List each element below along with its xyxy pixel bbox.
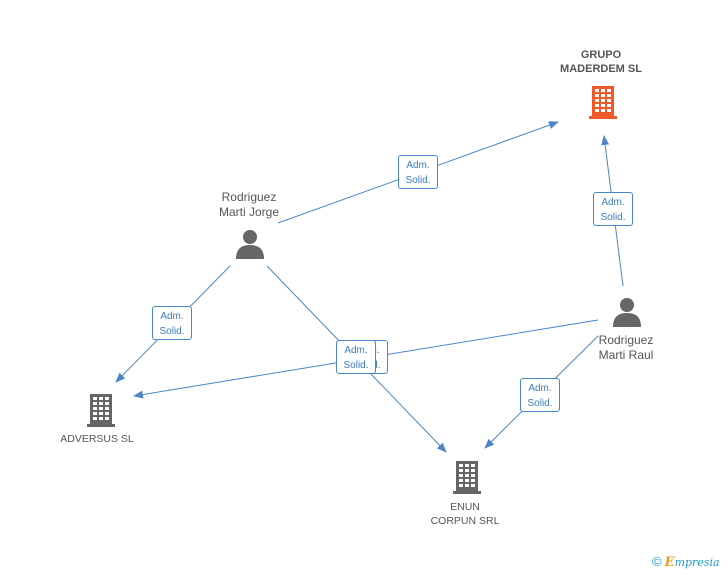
edge-label-jorge-adversus[interactable]: Adm. Solid. — [152, 306, 192, 340]
edge-label-jorge-maderdem[interactable]: Adm. Solid. — [398, 155, 438, 189]
node-grupo-maderdem-label: GRUPO MADERDEM SL — [560, 49, 642, 75]
edge-label-raul-enun[interactable]: Adm. Solid. — [520, 378, 560, 412]
footer-credit: © Empresia — [652, 554, 720, 572]
building-icon[interactable] — [452, 459, 482, 495]
brand-name: mpresia — [674, 556, 720, 569]
building-icon[interactable] — [86, 392, 116, 428]
node-adversus-label: ADVERSUS SL — [60, 433, 134, 445]
node-enun-corpun-label: ENUN CORPUN SRL — [430, 501, 500, 527]
building-icon[interactable] — [588, 84, 618, 120]
brand-initial: E — [664, 555, 675, 570]
node-rodriguez-raul-label: Rodriguez Marti Raul — [598, 333, 654, 362]
copyright-symbol: © — [652, 554, 662, 569]
edge-label-raul-maderdem[interactable]: Adm. Solid. — [593, 192, 633, 226]
node-rodriguez-jorge-label: Rodriguez Marti Jorge — [218, 190, 280, 219]
person-icon[interactable] — [612, 296, 642, 328]
edge-label-raul-adversus[interactable]: Adm. Solid. — [336, 340, 376, 374]
person-icon[interactable] — [235, 228, 265, 260]
